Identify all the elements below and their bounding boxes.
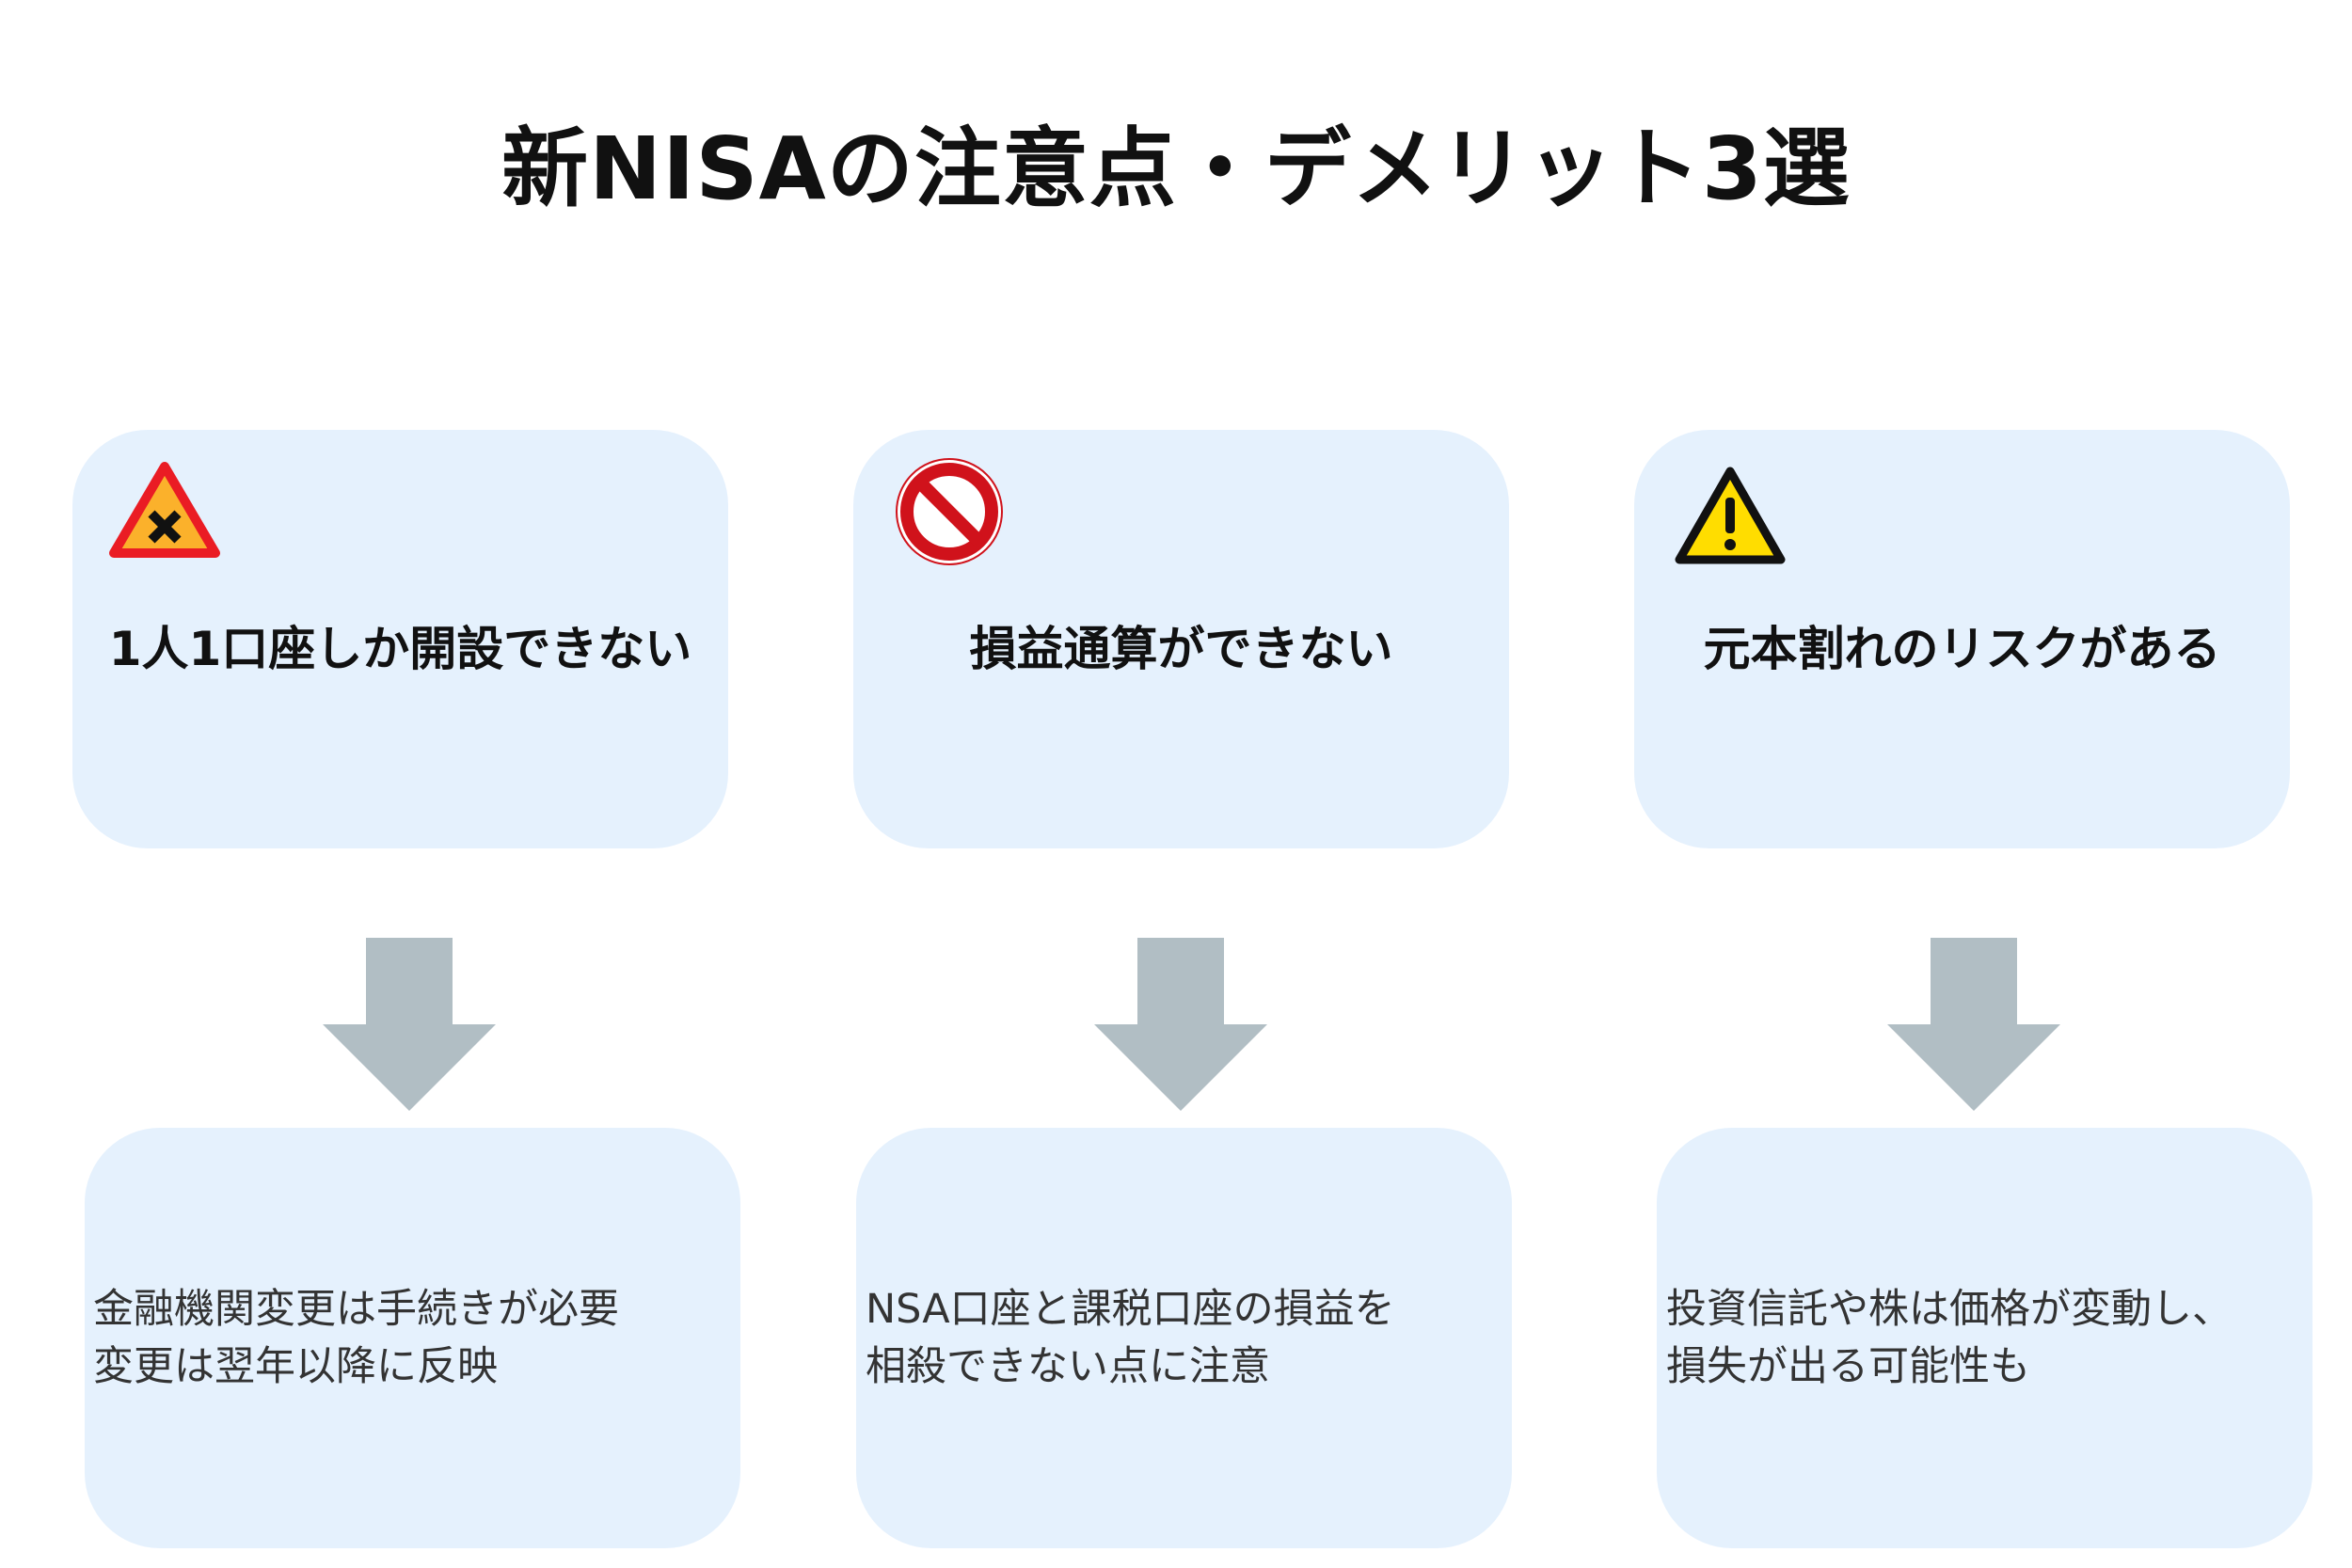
down-arrow-icon bbox=[1094, 938, 1267, 1111]
point-heading-1: 1人1口座しか開設できない bbox=[108, 622, 692, 676]
detail-text-3: 投資信託や株は価格が変動し、 損失が出る可能性も bbox=[1666, 1281, 2233, 1396]
point-heading-3: 元本割れのリスクがある bbox=[1703, 622, 2221, 676]
page-title: 新NISAの注意点・デメリット3選 bbox=[501, 119, 1851, 219]
point-heading-2: 損益通算ができない bbox=[969, 622, 1393, 676]
detail-card-3 bbox=[1657, 1128, 2312, 1548]
detail-text-2: NSA口座と課税口座の損益を 相殺できない点に注意 bbox=[866, 1281, 1395, 1396]
crossroads-warning-icon bbox=[109, 462, 220, 558]
detail-text-1: 金融機関変更は手続きが必要 変更は翌年以降に反映 bbox=[93, 1281, 619, 1396]
down-arrow-icon bbox=[1887, 938, 2060, 1111]
detail-card-1 bbox=[85, 1128, 740, 1548]
down-arrow-icon bbox=[323, 938, 496, 1111]
detail-line: 金融機関変更は手続きが必要 bbox=[93, 1286, 619, 1333]
detail-line: NSA口座と課税口座の損益を bbox=[866, 1286, 1395, 1333]
prohibited-icon bbox=[896, 458, 1003, 565]
detail-line: 損失が出る可能性も bbox=[1666, 1343, 2030, 1390]
detail-card-2 bbox=[856, 1128, 1512, 1548]
detail-line: 変更は翌年以降に反映 bbox=[93, 1343, 498, 1390]
detail-line: 相殺できない点に注意 bbox=[866, 1343, 1270, 1390]
warning-exclamation-icon bbox=[1675, 467, 1786, 564]
detail-line: 投資信託や株は価格が変動し、 bbox=[1666, 1286, 2233, 1333]
